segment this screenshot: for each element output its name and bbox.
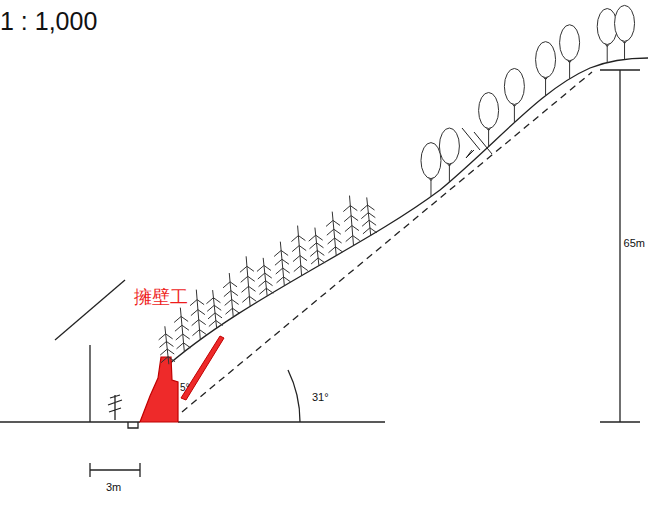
scale-label: 1 : 1,000 bbox=[0, 8, 97, 36]
dimension-value: 3m bbox=[106, 481, 121, 493]
bamboo bbox=[326, 212, 342, 256]
dimension-value: 65m bbox=[624, 237, 645, 249]
bamboo bbox=[174, 308, 190, 352]
bamboo bbox=[274, 242, 290, 286]
bamboo bbox=[309, 228, 325, 266]
tree bbox=[421, 143, 441, 197]
dimension-tick bbox=[600, 69, 640, 70]
bamboo bbox=[361, 197, 377, 235]
angle-value: 31° bbox=[312, 391, 329, 403]
ground-line bbox=[0, 421, 140, 422]
bamboo bbox=[190, 290, 206, 340]
bamboo bbox=[257, 258, 273, 296]
dimension-tick bbox=[89, 463, 90, 477]
shrub bbox=[108, 395, 122, 420]
bamboo bbox=[291, 226, 307, 276]
tree bbox=[615, 5, 635, 59]
tree bbox=[536, 42, 556, 96]
house-roof bbox=[55, 280, 125, 340]
bamboo bbox=[206, 290, 222, 328]
retaining-wall-face bbox=[181, 336, 224, 400]
tree bbox=[439, 128, 459, 182]
slope-surface bbox=[160, 58, 648, 372]
dimension-tick bbox=[600, 421, 640, 422]
bamboo bbox=[159, 326, 175, 364]
tree bbox=[560, 25, 580, 79]
part-name: 擁壁工 bbox=[134, 288, 188, 308]
house-wall bbox=[89, 345, 90, 422]
retaining-wall bbox=[140, 357, 178, 422]
angle-value: 5° bbox=[180, 382, 190, 393]
bamboo bbox=[223, 273, 239, 317]
bamboo bbox=[343, 196, 359, 246]
ditch bbox=[128, 422, 138, 428]
bamboo bbox=[240, 256, 256, 306]
dimension-line bbox=[619, 70, 620, 422]
tree bbox=[597, 9, 617, 63]
break-mark bbox=[462, 128, 492, 158]
slip-line bbox=[182, 72, 592, 412]
dimension-line bbox=[90, 469, 140, 470]
tree bbox=[504, 68, 524, 122]
dimension-tick bbox=[139, 463, 140, 477]
tree bbox=[479, 93, 499, 147]
ground-line bbox=[178, 421, 385, 422]
angle-arc bbox=[288, 370, 300, 422]
